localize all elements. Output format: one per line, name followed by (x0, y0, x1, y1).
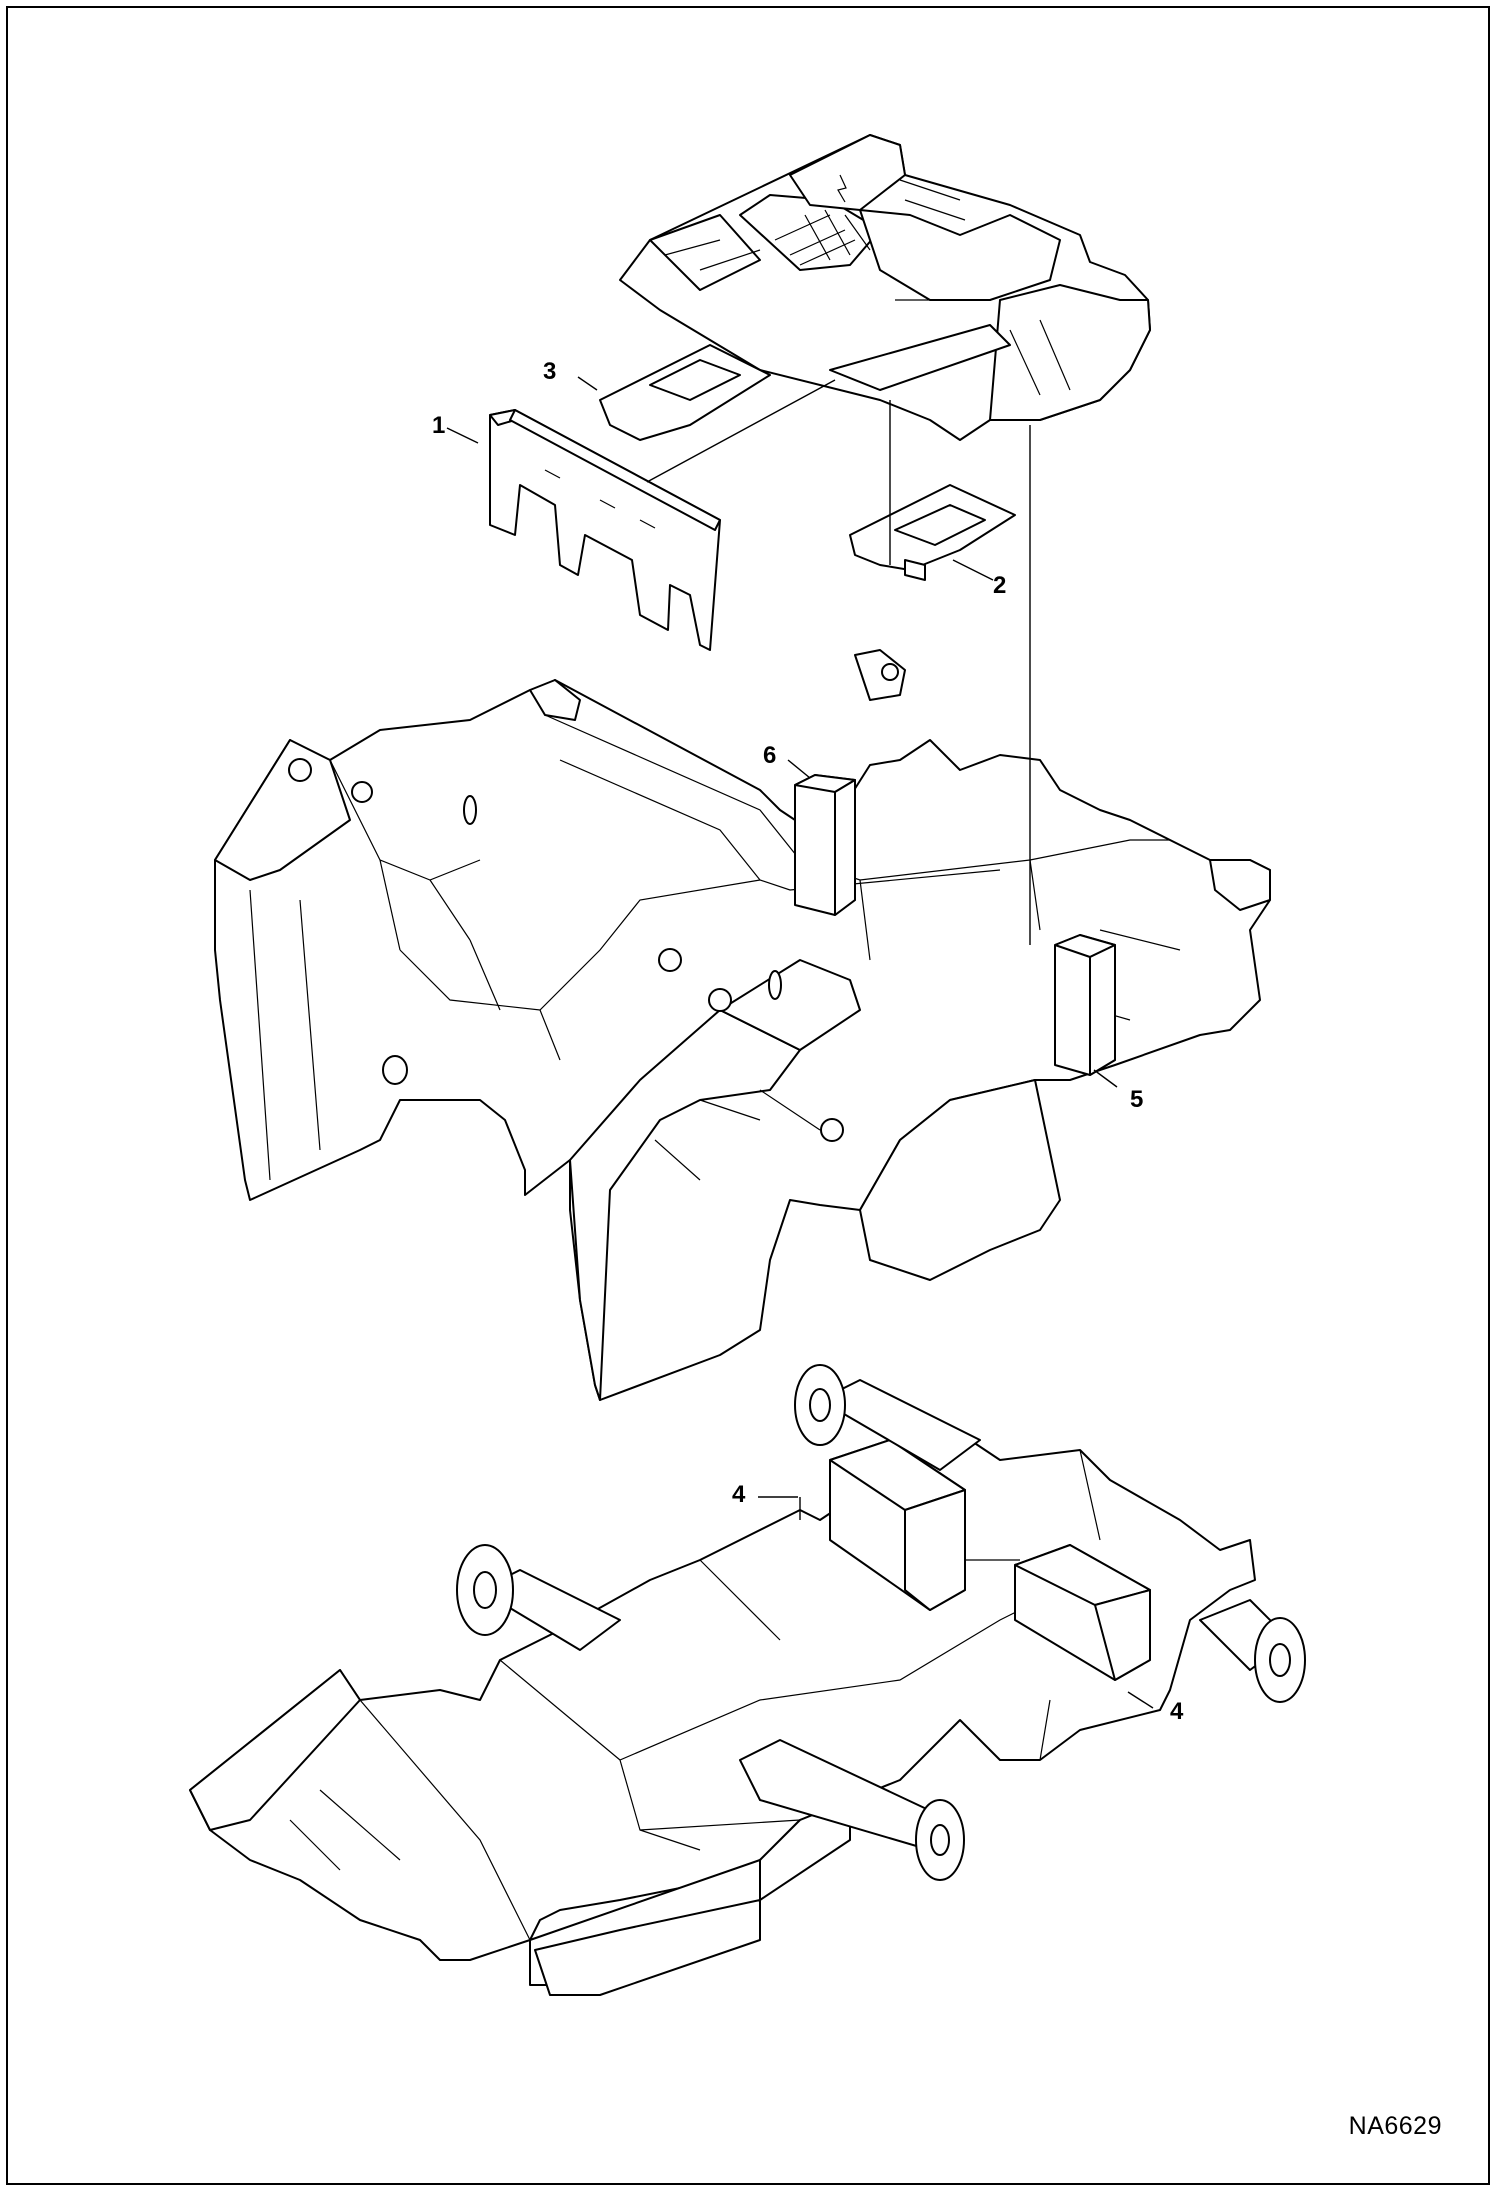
part-6-block (794, 774, 856, 916)
lower-chassis (189, 1429, 1256, 1996)
callout-1: 1 (432, 412, 446, 439)
drawing-id-label: NA6629 (1348, 2112, 1442, 2140)
callout-2: 2 (993, 572, 1007, 599)
part-5-block (1054, 934, 1116, 1076)
callout-4-front: 4 (1170, 1698, 1184, 1725)
part-1-details (544, 469, 656, 529)
frame-pivot-holes (288, 663, 899, 1142)
axle-front-left (456, 1544, 621, 1651)
axle-front-right (1199, 1599, 1306, 1703)
callout-3: 3 (543, 358, 557, 385)
callout-4-rear: 4 (732, 1481, 746, 1508)
drawing-border (6, 6, 1490, 2185)
callout-5: 5 (1130, 1086, 1144, 1113)
axle-rear-left (794, 1364, 981, 1471)
part-1-plate (489, 409, 721, 651)
part-2-plate (849, 484, 1016, 581)
part-3-floor-plate (599, 344, 771, 441)
leader-lines (446, 376, 1154, 1709)
part-4-counterweight-front (1014, 1544, 1151, 1681)
part-4-counterweight-rear (829, 1439, 966, 1611)
axle-rear-right (739, 1739, 965, 1881)
cab-floor-assembly (619, 134, 1151, 441)
cab-floor-details (664, 174, 1071, 396)
lightning-bolt-icon (837, 174, 847, 203)
callout-6: 6 (763, 742, 777, 769)
